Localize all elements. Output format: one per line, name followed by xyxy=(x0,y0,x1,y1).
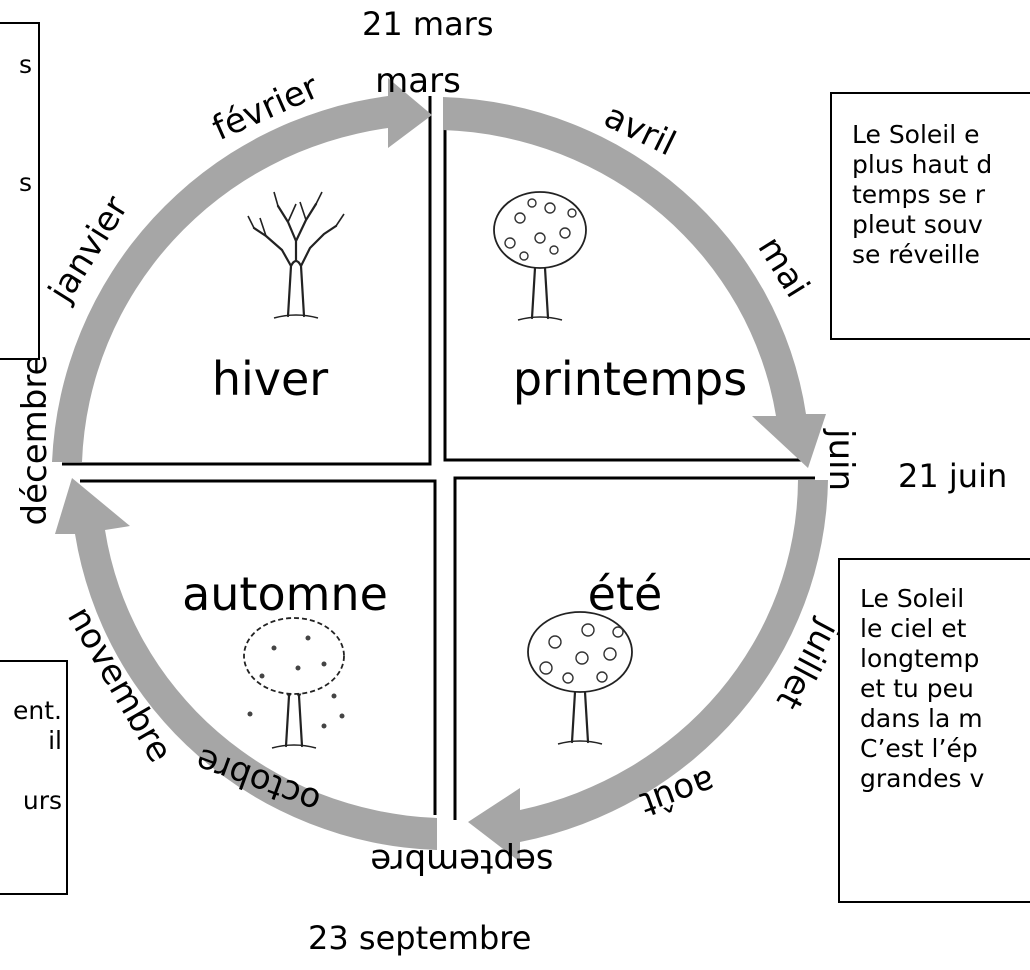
month-label-juin: juin xyxy=(821,428,861,491)
note-box-spring: Le Soleil e plus haut d temps se r pleut… xyxy=(830,92,1030,340)
cycle-arrows xyxy=(52,78,828,862)
note-line: et tu peu xyxy=(860,674,974,703)
note-box-autumn: ent. il urs xyxy=(0,660,68,895)
arrow-winter xyxy=(52,78,432,462)
bare-tree-icon xyxy=(247,191,345,320)
fruit-tree-icon xyxy=(527,611,633,746)
note-line: il xyxy=(48,726,62,755)
season-label-summer: été xyxy=(588,567,663,621)
note-line: C’est l’ép xyxy=(860,734,978,763)
season-label-winter: hiver xyxy=(212,352,328,406)
arrow-spring xyxy=(443,97,826,468)
note-line: Le Soleil xyxy=(860,584,965,613)
note-line: ent. xyxy=(13,696,62,725)
season-label-autumn: automne xyxy=(182,567,388,621)
arrow-summer xyxy=(468,480,828,862)
month-label-mars: mars xyxy=(375,61,461,101)
arrow-autumn xyxy=(55,478,437,850)
note-line: longtemp xyxy=(860,644,980,673)
date-spring-equinox: 21 mars xyxy=(362,5,494,43)
note-line: s xyxy=(18,168,32,197)
falling-leaves-tree-icon xyxy=(243,617,345,750)
note-line: pleut souv xyxy=(852,210,983,239)
note-line: urs xyxy=(22,786,62,815)
note-line: Le Soleil e xyxy=(852,120,980,149)
season-label-spring: printemps xyxy=(513,352,747,406)
note-line: le ciel et xyxy=(860,614,967,643)
note-line: s xyxy=(18,50,32,79)
flowering-tree-icon xyxy=(493,191,587,322)
note-line: plus haut d xyxy=(852,150,993,179)
note-line xyxy=(0,756,66,786)
note-line: grandes v xyxy=(860,764,985,793)
month-label-decembre: décembre xyxy=(15,355,55,526)
note-box-summer: Le Soleil le ciel et longtemp et tu peu … xyxy=(838,558,1030,903)
note-line: dans la m xyxy=(860,704,983,733)
note-line: se réveille xyxy=(852,240,980,269)
note-line: temps se r xyxy=(852,180,986,209)
date-autumn-equinox: 23 septembre xyxy=(308,919,532,957)
date-summer-solstice: 21 juin xyxy=(898,457,1008,495)
note-line xyxy=(0,80,38,110)
note-box-winter: s s xyxy=(0,22,40,360)
month-label-septembre: septembre xyxy=(370,841,553,881)
